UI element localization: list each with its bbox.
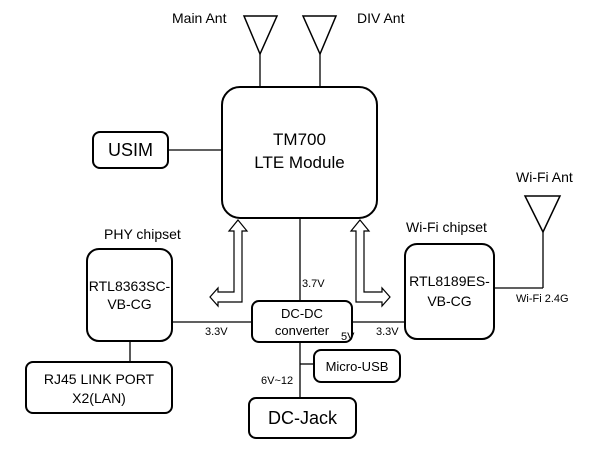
phy-chip-part-2: VB-CG [107,296,151,312]
main-antenna [242,15,279,88]
rj45-block [25,361,173,414]
dcdc-label-2: converter [275,323,330,338]
micro-usb-block [313,349,401,383]
lte-module-block [221,86,378,219]
voltage-5v-label: 5V [341,331,355,343]
dcdc-label-1: DC-DC [281,306,323,321]
lte-phy-arrow [209,219,249,308]
usim-block [92,131,169,169]
wifi-antenna-icon [523,195,562,234]
wifi-antenna [494,195,562,289]
rj45-label-2: X2(LAN) [72,390,126,406]
rj45-label-1: RJ45 LINK PORT [44,371,155,387]
wifi-chip-block [404,243,495,340]
div-antenna [301,15,338,88]
voltage-3v3-right-label: 3.3V [376,326,399,338]
wifi-chip-part-2: VB-CG [427,293,471,309]
lte-module-type: LTE Module [254,153,344,172]
phy-chip-block [86,248,173,342]
dcdc-converter-block [251,300,353,343]
lte-wifi-arrow [349,219,391,308]
phy-chip-part-1: RTL8363SC- [89,278,171,294]
wifi-chip-part-1: RTL8189ES- [409,273,490,289]
voltage-3v3-left-label: 3.3V [205,326,228,338]
usim-label: USIM [108,140,153,160]
phy-chipset-label: PHY chipset [104,226,181,242]
micro-usb-label: Micro-USB [326,359,389,374]
div-antenna-label: DIV Ant [357,10,405,26]
voltage-3v7-label: 3.7V [302,278,325,290]
lte-module-name: TM700 [273,130,326,149]
main-antenna-icon [242,15,279,56]
wifi-band-label: Wi-Fi 2.4G [516,293,569,305]
voltage-6-12-label: 6V~12 [261,375,293,387]
main-antenna-label: Main Ant [172,10,227,26]
wifi-antenna-label: Wi-Fi Ant [516,169,573,185]
wifi-chipset-label: Wi-Fi chipset [406,219,487,235]
dc-jack-block [248,397,357,439]
div-antenna-icon [301,15,338,56]
dc-jack-label: DC-Jack [268,408,338,428]
